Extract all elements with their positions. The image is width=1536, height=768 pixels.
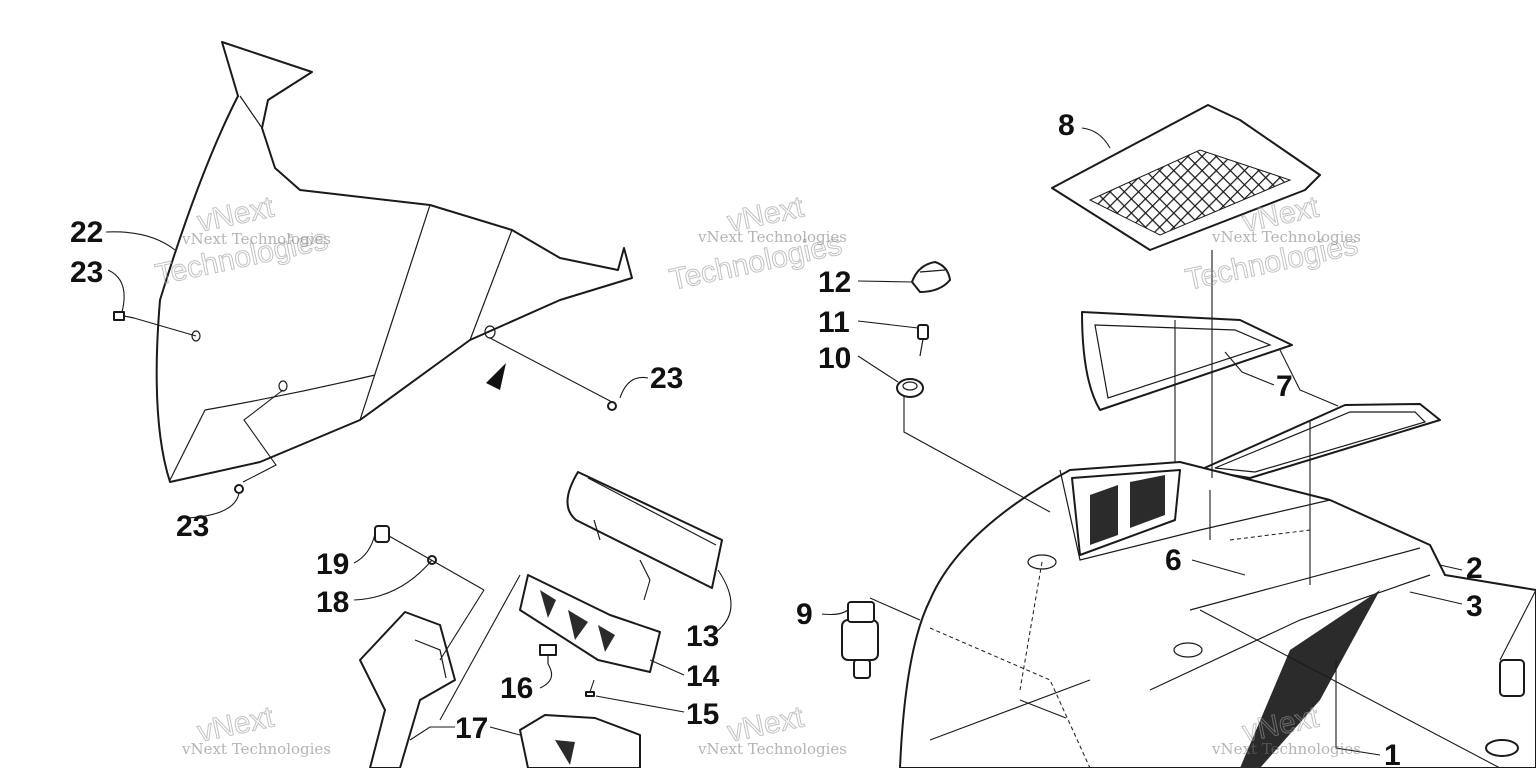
callout-15: 15 [686,698,719,731]
callout-9: 9 [796,598,813,631]
callout-22: 22 [70,216,103,249]
storage-tray-part [1081,311,1441,479]
callout-1: 1 [1384,739,1401,768]
clip-part [585,691,595,697]
watermark-text: vNext Technologies [181,230,331,248]
callout-10: 10 [818,342,851,375]
windshield-part [155,41,633,483]
watermark-text: vNext Technologies [1211,228,1361,246]
gauge-bracket-part [519,574,661,673]
ignition-cap-part [911,261,951,293]
callout-labels: 8 22 23 23 23 12 11 10 7 6 2 3 9 19 18 1… [70,109,1483,768]
callout-23: 23 [70,256,103,289]
callout-13: 13 [686,620,719,653]
bolt-part [539,644,557,664]
callout-23: 23 [650,362,683,395]
watermark-text: vNext Technologies [697,740,847,758]
watermark-text: vNext Technologies [697,228,847,246]
callout-12: 12 [818,266,851,299]
grommet-part [374,525,390,543]
gauge-part [566,471,723,589]
switch-part [841,601,879,679]
body-panel-part [899,461,1536,768]
mount-bracket-part [359,611,641,768]
watermark-text: vNext Technologies [1211,740,1361,758]
fuel-cap-part [1485,659,1525,757]
callout-19: 19 [316,548,349,581]
callout-3: 3 [1466,590,1483,623]
mesh-net-part [1051,104,1321,251]
callout-16: 16 [500,672,533,705]
callout-8: 8 [1058,109,1075,142]
key-part [917,324,929,357]
callout-6: 6 [1165,544,1182,577]
watermark-text: vNext Technologies [181,740,331,758]
callout-11: 11 [818,306,850,339]
callout-14: 14 [686,660,720,693]
callout-17: 17 [455,712,488,745]
callout-2: 2 [1466,552,1483,585]
callout-7: 7 [1276,370,1293,403]
lock-nut-part [896,378,924,398]
screw-part [113,311,617,494]
callout-23: 23 [176,510,209,543]
callout-18: 18 [316,586,349,619]
watermark: Technologies vNext vNext Technologies Te… [152,190,1361,758]
leader-lines [105,127,1536,768]
